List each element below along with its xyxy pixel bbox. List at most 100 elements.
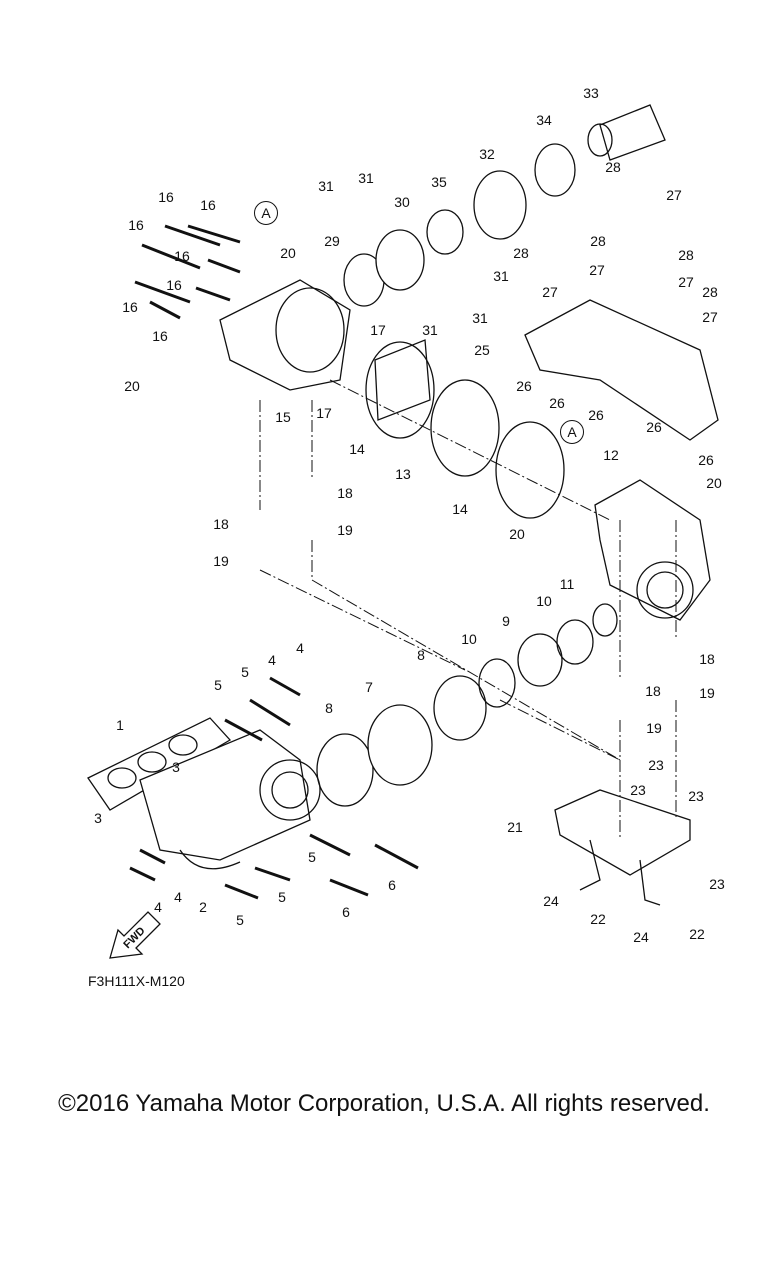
part-callout-19: 19 <box>646 720 662 736</box>
part-callout-6: 6 <box>388 877 396 893</box>
part-callout-5: 5 <box>308 849 316 865</box>
part-callout-5: 5 <box>278 889 286 905</box>
part-callout-18: 18 <box>699 651 715 667</box>
part-callout-4: 4 <box>296 640 304 656</box>
part-callout-18: 18 <box>213 516 229 532</box>
exhaust-manifold <box>87 717 232 811</box>
part-callout-5: 5 <box>214 677 222 693</box>
part-callout-19: 19 <box>213 553 229 569</box>
part-callout-16: 16 <box>152 328 168 344</box>
part-callout-31: 31 <box>493 268 509 284</box>
part-callout-22: 22 <box>590 911 606 927</box>
bolts-lower <box>129 676 419 900</box>
part-callout-8: 8 <box>417 647 425 663</box>
part-callout-16: 16 <box>158 189 174 205</box>
part-callout-16: 16 <box>174 248 190 264</box>
diagram-code: F3H111X-M120 <box>88 973 185 989</box>
long-bolts <box>134 224 241 320</box>
part-callout-16: 16 <box>200 197 216 213</box>
part-callout-13: 13 <box>395 466 411 482</box>
diagram-drawing <box>87 104 719 959</box>
part-callout-21: 21 <box>507 819 523 835</box>
part-callout-5: 5 <box>241 664 249 680</box>
part-callout-31: 31 <box>358 170 374 186</box>
water-lock <box>594 479 711 621</box>
part-callout-23: 23 <box>688 788 704 804</box>
exhaust-body <box>139 729 321 870</box>
part-callout-3: 3 <box>94 810 102 826</box>
part-callout-14: 14 <box>349 441 365 457</box>
part-callout-27: 27 <box>666 187 682 203</box>
part-callout-31: 31 <box>472 310 488 326</box>
part-callout-26: 26 <box>588 407 604 423</box>
part-callout-26: 26 <box>646 419 662 435</box>
part-callout-27: 27 <box>702 309 718 325</box>
part-callout-22: 22 <box>689 926 705 942</box>
part-callout-33: 33 <box>583 85 599 101</box>
mount-bracket <box>554 789 691 906</box>
ref-marker-a-cover: A <box>560 420 584 444</box>
part-callout-19: 19 <box>699 685 715 701</box>
part-callout-8: 8 <box>325 700 333 716</box>
part-callout-26: 26 <box>516 378 532 394</box>
part-callout-17: 17 <box>370 322 386 338</box>
part-callout-18: 18 <box>337 485 353 501</box>
part-callout-7: 7 <box>365 679 373 695</box>
part-callout-4: 4 <box>174 889 182 905</box>
upper-assembly <box>343 104 666 307</box>
part-callout-26: 26 <box>549 395 565 411</box>
part-callout-9: 9 <box>502 613 510 629</box>
part-callout-12: 12 <box>603 447 619 463</box>
part-callout-19: 19 <box>337 522 353 538</box>
part-callout-24: 24 <box>633 929 649 945</box>
part-callout-4: 4 <box>154 899 162 915</box>
exhaust-chamber <box>219 279 351 391</box>
part-callout-28: 28 <box>605 159 621 175</box>
part-callout-11: 11 <box>559 576 575 592</box>
part-callout-14: 14 <box>452 501 468 517</box>
part-callout-20: 20 <box>124 378 140 394</box>
part-callout-16: 16 <box>122 299 138 315</box>
part-callout-20: 20 <box>509 526 525 542</box>
part-callout-31: 31 <box>422 322 438 338</box>
part-callout-17: 17 <box>316 405 332 421</box>
cover <box>524 299 719 441</box>
part-callout-27: 27 <box>542 284 558 300</box>
part-callout-27: 27 <box>589 262 605 278</box>
part-callout-6: 6 <box>342 904 350 920</box>
joint-hose <box>316 603 618 807</box>
part-callout-15: 15 <box>275 409 291 425</box>
part-callout-10: 10 <box>461 631 477 647</box>
part-callout-20: 20 <box>280 245 296 261</box>
part-callout-35: 35 <box>431 174 447 190</box>
part-callout-20: 20 <box>706 475 722 491</box>
exhaust-pipe <box>365 339 565 519</box>
part-callout-28: 28 <box>678 247 694 263</box>
part-callout-4: 4 <box>268 652 276 668</box>
part-callout-24: 24 <box>543 893 559 909</box>
part-callout-16: 16 <box>128 217 144 233</box>
fwd-arrow-icon <box>109 911 161 959</box>
copyright-notice: ©2016 Yamaha Motor Corporation, U.S.A. A… <box>58 1090 710 1117</box>
leader-lines <box>259 379 677 840</box>
part-callout-23: 23 <box>709 876 725 892</box>
part-callout-32: 32 <box>479 146 495 162</box>
part-callout-18: 18 <box>645 683 661 699</box>
part-callout-3: 3 <box>172 759 180 775</box>
part-callout-23: 23 <box>630 782 646 798</box>
part-callout-27: 27 <box>678 274 694 290</box>
part-callout-23: 23 <box>648 757 664 773</box>
ref-marker-a-top: A <box>254 201 278 225</box>
part-callout-10: 10 <box>536 593 552 609</box>
part-callout-28: 28 <box>590 233 606 249</box>
part-callout-2: 2 <box>199 899 207 915</box>
part-callout-34: 34 <box>536 112 552 128</box>
part-callout-26: 26 <box>698 452 714 468</box>
part-callout-25: 25 <box>474 342 490 358</box>
part-callout-5: 5 <box>236 912 244 928</box>
part-callout-29: 29 <box>324 233 340 249</box>
part-callout-30: 30 <box>394 194 410 210</box>
part-callout-16: 16 <box>166 277 182 293</box>
part-callout-28: 28 <box>513 245 529 261</box>
part-callout-1: 1 <box>116 717 124 733</box>
